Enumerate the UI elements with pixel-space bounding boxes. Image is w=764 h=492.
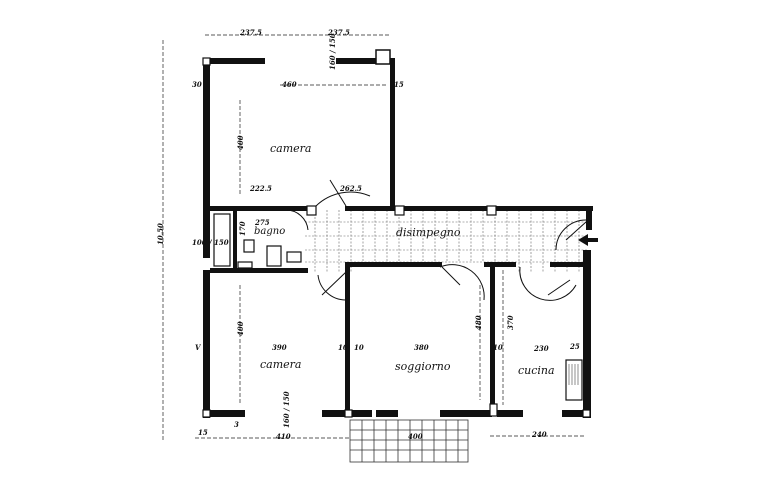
dim-window-left: 100 / 150 bbox=[192, 238, 229, 247]
room-label-cucina: cucina bbox=[518, 364, 555, 377]
dim-cucina-height: 370 bbox=[506, 315, 515, 330]
dim-camera-top-extra: 222.5 bbox=[250, 184, 272, 193]
dim-top-left: 237.5 bbox=[240, 28, 262, 37]
dim-camera-bottom-width: 390 bbox=[272, 343, 287, 352]
dim-camera-top-height: 400 bbox=[236, 135, 245, 150]
dim-wall-cucina: 25 bbox=[570, 342, 580, 351]
dim-soggiorno-height: 480 bbox=[474, 315, 483, 330]
terrace-tiles bbox=[349, 419, 469, 463]
bathroom-fixtures bbox=[213, 213, 302, 269]
dim-bottom-right: 240 bbox=[532, 430, 547, 439]
door-swings bbox=[285, 179, 587, 301]
room-label-camera-top: camera bbox=[270, 142, 312, 155]
dim-window-bottom: 160 / 150 bbox=[282, 391, 291, 428]
dim-small-left: 3 bbox=[234, 420, 239, 429]
pillars bbox=[202, 57, 591, 418]
kitchen-stove bbox=[565, 359, 583, 401]
room-label-camera-bottom: camera bbox=[260, 358, 302, 371]
corridor-tiles bbox=[305, 210, 588, 272]
walls bbox=[203, 49, 593, 418]
dim-bottom-corner: 15 bbox=[198, 428, 208, 437]
room-label-disimpegno: disimpegno bbox=[396, 226, 461, 239]
dim-bagno-width: 275 bbox=[255, 218, 270, 227]
dim-bottom-mid: 400 bbox=[408, 432, 423, 441]
dim-wall-inner-b: 10 bbox=[493, 343, 503, 352]
dimension-lines bbox=[162, 34, 585, 440]
dim-small-v: V bbox=[195, 343, 201, 352]
dim-wall-right-top: 15 bbox=[394, 80, 404, 89]
stove-hatch bbox=[568, 364, 579, 385]
dim-cucina-width: 230 bbox=[534, 344, 549, 353]
dim-top-right: 237.5 bbox=[328, 28, 350, 37]
dim-left-total: 10.50 bbox=[156, 223, 165, 245]
dim-soggiorno-width: 380 bbox=[414, 343, 429, 352]
dim-wall-left-top: 30 bbox=[192, 80, 202, 89]
entrance-arrow-icon bbox=[578, 234, 598, 246]
room-label-bagno: bagno bbox=[254, 226, 286, 237]
dim-camera-bottom-height: 400 bbox=[236, 321, 245, 336]
dim-disimpegno-extra: 262.5 bbox=[340, 184, 362, 193]
dim-bottom-left: 410 bbox=[276, 432, 291, 441]
dim-bagno-height: 170 bbox=[238, 221, 247, 236]
room-label-soggiorno: soggiorno bbox=[395, 360, 451, 373]
dim-wall-inner-c: 10 bbox=[338, 343, 348, 352]
dim-camera-top-width: 460 bbox=[282, 80, 297, 89]
dim-wall-inner-a: 10 bbox=[354, 343, 364, 352]
dim-window-top: 160 / 150 bbox=[328, 33, 337, 70]
